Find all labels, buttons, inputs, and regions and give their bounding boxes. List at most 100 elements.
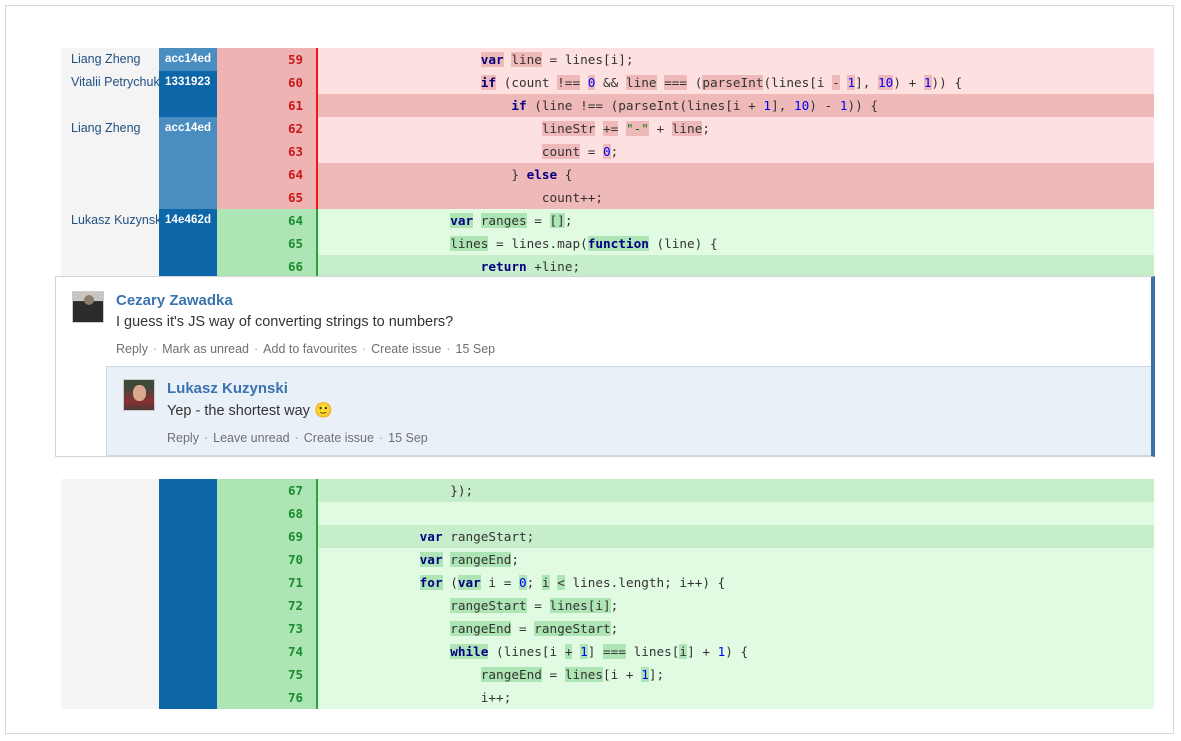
commit-hash[interactable] bbox=[159, 479, 217, 502]
commit-hash[interactable] bbox=[159, 140, 217, 163]
commit-author[interactable]: Lukasz Kuzynski bbox=[61, 209, 159, 232]
commit-author[interactable] bbox=[61, 163, 159, 186]
commit-author[interactable] bbox=[61, 571, 159, 594]
diff-row[interactable]: 63 count = 0; bbox=[61, 140, 1154, 163]
code-token: line bbox=[625, 75, 657, 90]
diff-row[interactable]: 71 for (var i = 0; i < lines.length; i++… bbox=[61, 571, 1154, 594]
code-token: 1 bbox=[839, 98, 848, 113]
action-separator: · bbox=[361, 342, 367, 356]
comment-author-name[interactable]: Lukasz Kuzynski bbox=[167, 380, 288, 397]
diff-row[interactable]: 70 var rangeEnd; bbox=[61, 548, 1154, 571]
diff-row[interactable]: 67 }); bbox=[61, 479, 1154, 502]
add-to-favourites-link[interactable]: Add to favourites bbox=[263, 342, 357, 356]
code-token bbox=[328, 75, 481, 90]
line-number: 64 bbox=[217, 163, 316, 186]
commit-author[interactable]: Liang Zheng bbox=[61, 117, 159, 140]
diff-row[interactable]: 64 } else { bbox=[61, 163, 1154, 186]
mark-as-unread-link[interactable]: Mark as unread bbox=[162, 342, 249, 356]
commit-hash[interactable]: 14e462d bbox=[159, 209, 217, 232]
commit-author[interactable] bbox=[61, 640, 159, 663]
commit-author[interactable] bbox=[61, 617, 159, 640]
code-token: else bbox=[526, 167, 558, 182]
diff-row[interactable]: 68 bbox=[61, 502, 1154, 525]
diff-row[interactable]: 65 lines = lines.map(function (line) { bbox=[61, 232, 1154, 255]
commit-hash[interactable] bbox=[159, 94, 217, 117]
commit-author[interactable] bbox=[61, 594, 159, 617]
commit-author[interactable] bbox=[61, 502, 159, 525]
code-token: = bbox=[541, 667, 565, 682]
code-token: var bbox=[457, 575, 481, 590]
commit-author[interactable] bbox=[61, 686, 159, 709]
commit-author[interactable] bbox=[61, 140, 159, 163]
commit-author[interactable] bbox=[61, 548, 159, 571]
commit-author[interactable] bbox=[61, 232, 159, 255]
code-token: }); bbox=[450, 483, 474, 498]
code-token bbox=[328, 259, 481, 274]
diff-row[interactable]: 72 rangeStart = lines[i]; bbox=[61, 594, 1154, 617]
diff-row[interactable]: 61 if (line !== (parseInt(lines[i + 1], … bbox=[61, 94, 1154, 117]
line-number: 66 bbox=[217, 255, 316, 278]
reply-link[interactable]: Reply bbox=[116, 342, 148, 356]
code-token bbox=[473, 213, 481, 228]
commit-author[interactable] bbox=[61, 94, 159, 117]
code-token: lines bbox=[450, 236, 489, 251]
code-token: ]; bbox=[648, 667, 665, 682]
commit-author[interactable] bbox=[61, 255, 159, 278]
comment-parent[interactable]: Cezary Zawadka I guess it's JS way of co… bbox=[56, 277, 1151, 366]
diff-row[interactable]: 66 return +line; bbox=[61, 255, 1154, 278]
code-token: ; bbox=[702, 121, 710, 136]
commit-author[interactable] bbox=[61, 525, 159, 548]
create-issue-link[interactable]: Create issue bbox=[303, 431, 374, 445]
commit-hash[interactable] bbox=[159, 232, 217, 255]
commit-author[interactable]: Liang Zheng bbox=[61, 48, 159, 71]
diff-row[interactable]: 69 var rangeStart; bbox=[61, 525, 1154, 548]
commit-hash[interactable]: acc14ed bbox=[159, 48, 217, 71]
commit-hash[interactable] bbox=[159, 686, 217, 709]
comment-author-name[interactable]: Cezary Zawadka bbox=[116, 292, 233, 309]
comment-reply[interactable]: Lukasz Kuzynski Yep - the shortest way 🙂… bbox=[107, 367, 1151, 455]
commit-hash[interactable] bbox=[159, 163, 217, 186]
commit-hash[interactable] bbox=[159, 525, 217, 548]
commit-hash[interactable] bbox=[159, 186, 217, 209]
commit-hash[interactable]: acc14ed bbox=[159, 117, 217, 140]
code-token: var bbox=[419, 529, 443, 544]
commit-hash[interactable] bbox=[159, 571, 217, 594]
code-token: lines[ bbox=[625, 644, 680, 659]
commit-author[interactable] bbox=[61, 186, 159, 209]
reply-link[interactable]: Reply bbox=[167, 431, 199, 445]
commit-hash[interactable] bbox=[159, 640, 217, 663]
leave-unread-link[interactable]: Leave unread bbox=[213, 431, 290, 445]
comment-date: 15 Sep bbox=[388, 431, 428, 445]
commit-hash[interactable]: 1331923 bbox=[159, 71, 217, 94]
commit-hash[interactable] bbox=[159, 663, 217, 686]
create-issue-link[interactable]: Create issue bbox=[371, 342, 442, 356]
avatar[interactable] bbox=[123, 379, 155, 411]
code-token: parseInt bbox=[618, 98, 680, 113]
diff-row[interactable]: 76 i++; bbox=[61, 686, 1154, 709]
code-token: var bbox=[450, 213, 474, 228]
code-line: var rangeStart; bbox=[316, 525, 1154, 548]
commit-hash[interactable] bbox=[159, 255, 217, 278]
avatar[interactable] bbox=[72, 291, 104, 323]
commit-hash[interactable] bbox=[159, 502, 217, 525]
commit-hash[interactable] bbox=[159, 594, 217, 617]
code-token: line bbox=[671, 121, 703, 136]
code-line: return +line; bbox=[316, 255, 1154, 278]
diff-row[interactable]: 65 count++; bbox=[61, 186, 1154, 209]
commit-hash[interactable] bbox=[159, 548, 217, 571]
commit-author[interactable] bbox=[61, 663, 159, 686]
commit-author[interactable]: Vitalii Petrychuk bbox=[61, 71, 159, 94]
code-token: lines bbox=[564, 667, 604, 682]
diff-row[interactable]: 75 rangeEnd = lines[i + 1]; bbox=[61, 663, 1154, 686]
commit-hash[interactable] bbox=[159, 617, 217, 640]
commit-author[interactable] bbox=[61, 479, 159, 502]
line-number: 59 bbox=[217, 48, 316, 71]
code-token: count bbox=[541, 190, 581, 205]
diff-row[interactable]: 73 rangeEnd = rangeStart; bbox=[61, 617, 1154, 640]
diff-row[interactable]: 74 while (lines[i + 1] === lines[i] + 1)… bbox=[61, 640, 1154, 663]
